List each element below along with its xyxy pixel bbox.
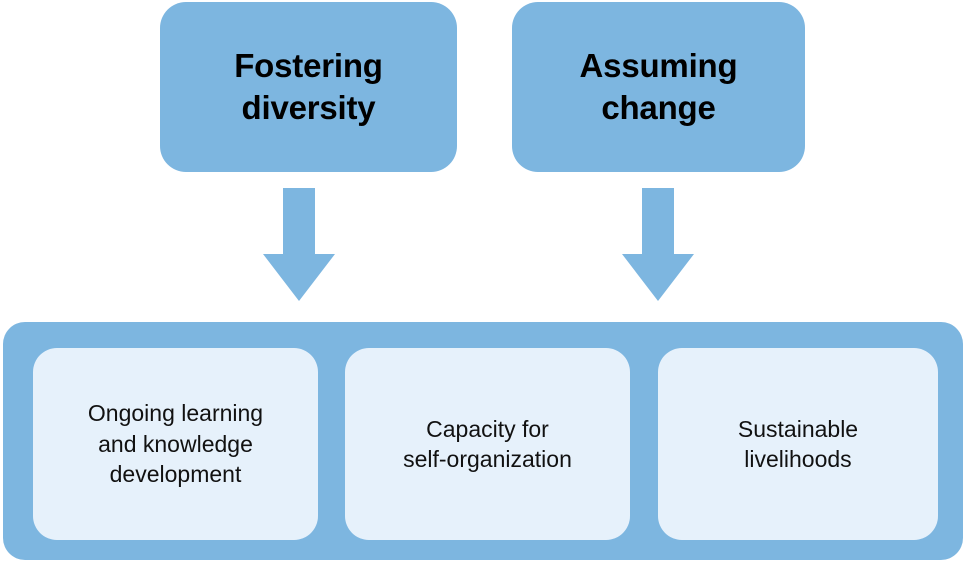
outcome-box-label: Capacity for self-organization [403,415,572,472]
down-arrow-icon [263,188,335,301]
outcome-box-self-organization[interactable]: Capacity for self-organization [345,348,630,540]
down-arrow-icon [622,188,694,301]
outcome-box-label: Sustainable livelihoods [737,415,859,472]
driver-box-assuming-change[interactable]: Assuming change [512,2,805,172]
driver-box-label: Assuming change [579,46,738,126]
outcomes-container: Ongoing learning and knowledge developme… [3,322,963,560]
outcome-box-sustainable-livelihoods[interactable]: Sustainable livelihoods [658,348,938,540]
outcome-box-label: Ongoing learning and knowledge developme… [87,400,264,488]
outcome-box-ongoing-learning[interactable]: Ongoing learning and knowledge developme… [33,348,318,540]
driver-box-fostering-diversity[interactable]: Fostering diversity [160,2,457,172]
driver-box-label: Fostering diversity [234,46,383,126]
